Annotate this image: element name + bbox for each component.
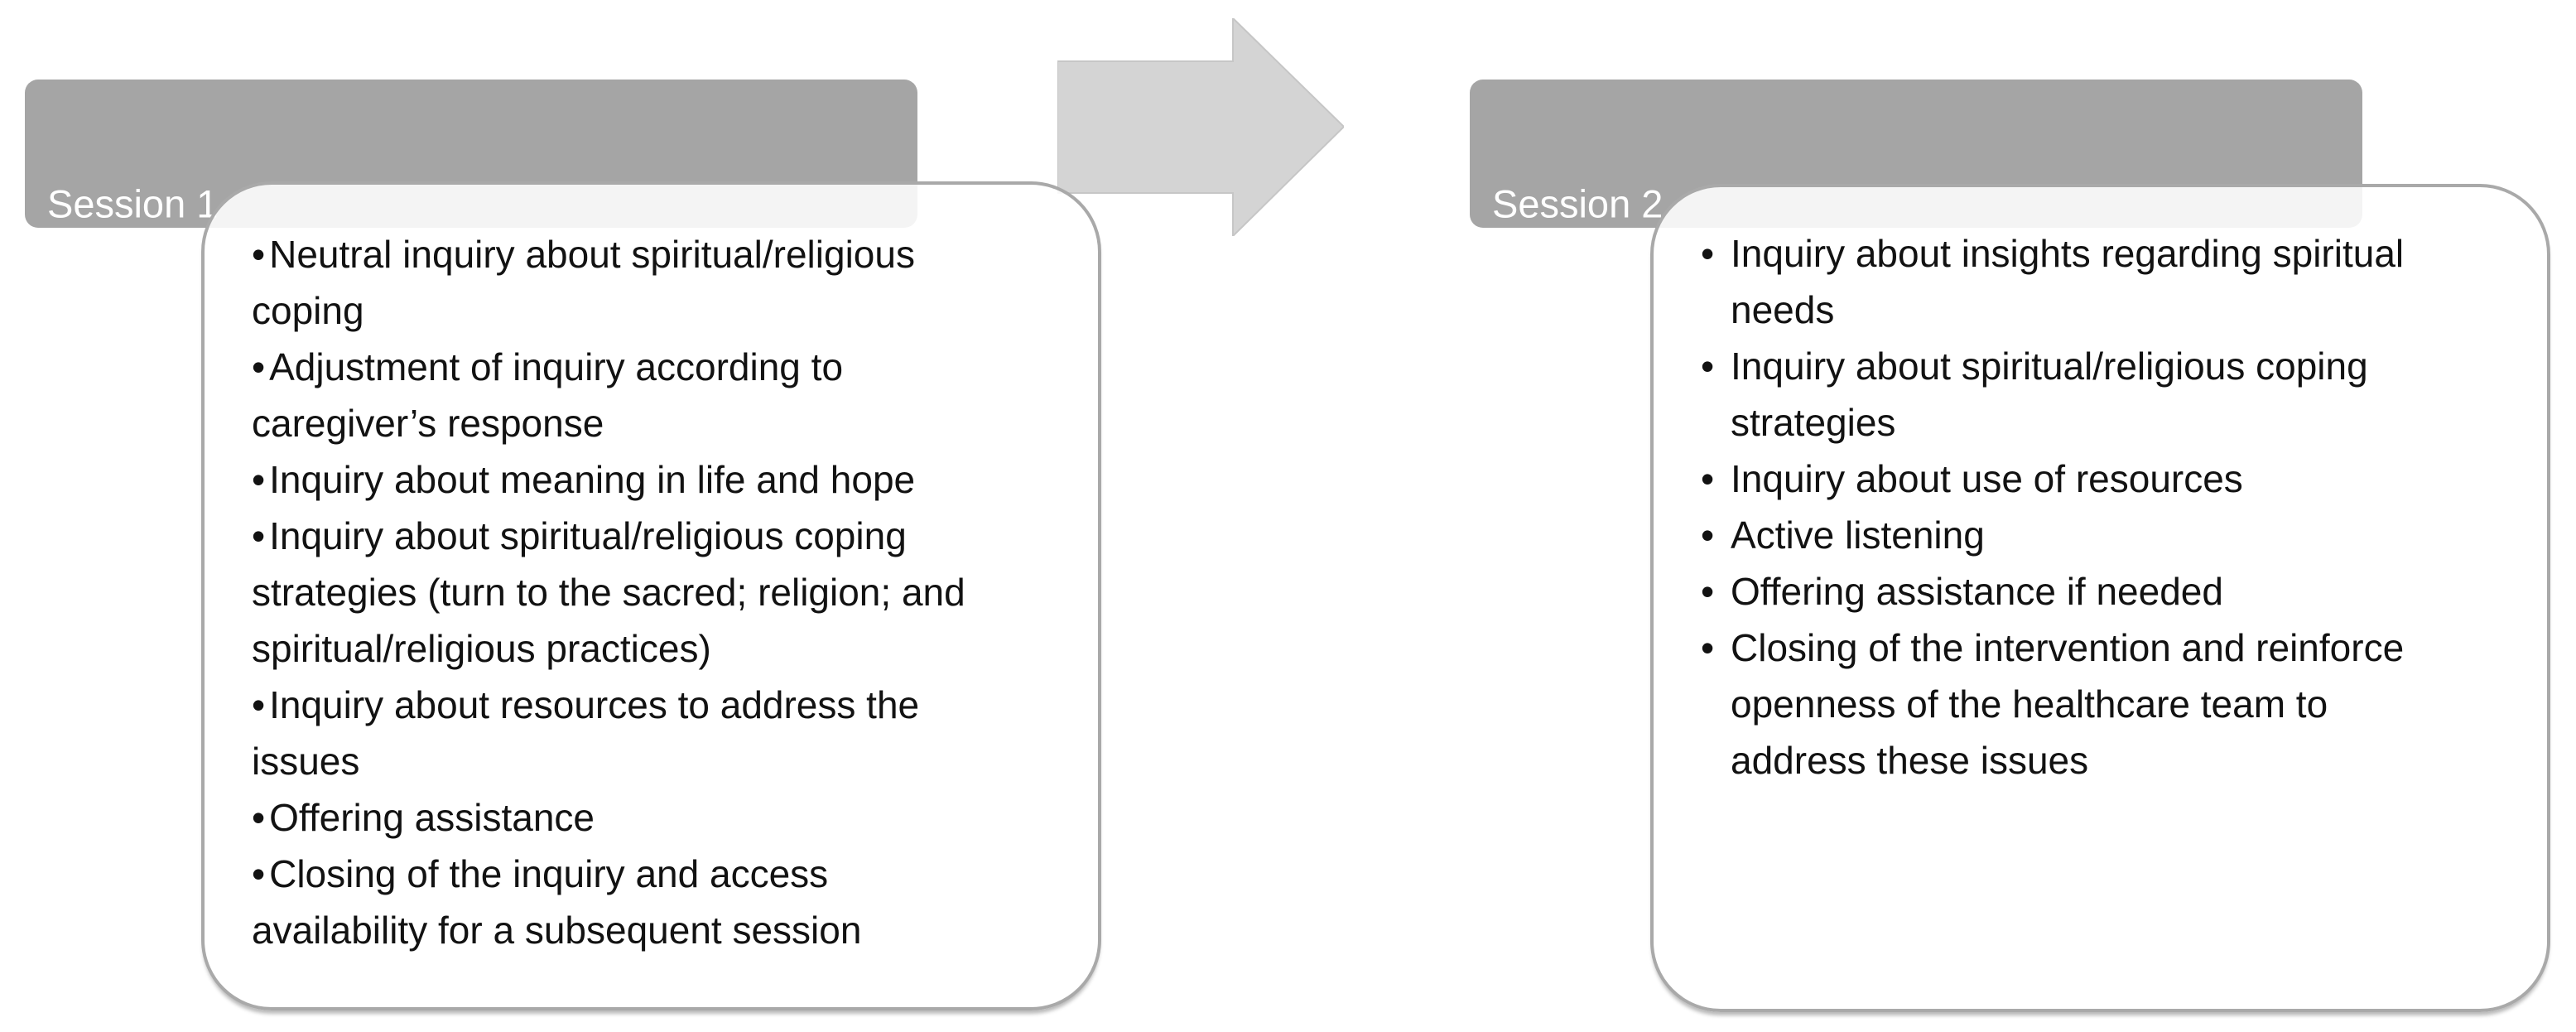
item-line: openness of the healthcare team to [1731,676,2522,732]
item-line: caregiver’s response [252,395,1073,451]
item-line: issues [252,733,1073,789]
item-text: Inquiry about spiritual/religious coping [1731,345,2368,388]
item-text: coping [252,289,364,332]
item-line: coping [252,282,1073,339]
item-line: availability for a subsequent session [252,902,1073,958]
item-text: strategies (turn to the sacred; religion… [252,571,965,614]
bullet-item: • Inquiry about use of resources [1701,451,2522,507]
session-2-content-box: • Inquiry about insights regarding spirit… [1650,184,2550,1012]
item-text: strategies [1731,401,1896,444]
item-line: address these issues [1731,732,2522,788]
bullet-icon: • [252,796,266,839]
item-line: • Inquiry about insights regarding spirit… [1701,225,2522,282]
item-text: Inquiry about meaning in life and hope [269,458,916,501]
bullet-icon: • [252,233,266,276]
bullet-item: • Active listening [1701,507,2522,563]
session-1-header-label: Session 1 [47,181,219,226]
item-line: •Inquiry about resources to address the [252,677,1073,733]
item-text: Offering assistance if needed [1731,570,2223,613]
item-text: spiritual/religious practices) [252,627,711,670]
item-line: strategies [1731,394,2522,451]
item-line: • Offering assistance if needed [1701,563,2522,620]
item-text: caregiver’s response [252,402,604,445]
item-text: Adjustment of inquiry according to [269,345,844,388]
bullet-item: •Offering assistance [252,789,1073,846]
bullet-item: •Inquiry about spiritual/religious copin… [252,508,1073,677]
item-text: issues [252,740,360,783]
bullet-icon: • [252,345,266,388]
right-arrow-icon [1057,18,1344,236]
item-text: Closing of the inquiry and access [269,852,829,895]
session-2-header-label: Session 2 [1492,181,1664,226]
item-line: spiritual/religious practices) [252,620,1073,677]
item-line: •Inquiry about meaning in life and hope [252,451,1073,508]
item-text: openness of the healthcare team to [1731,682,2328,726]
bullet-item: •Closing of the inquiry and access availa… [252,846,1073,958]
item-line: •Closing of the inquiry and access [252,846,1073,902]
bullet-icon: • [1701,345,1715,388]
item-line: •Inquiry about spiritual/religious copin… [252,508,1073,564]
item-text: Neutral inquiry about spiritual/religiou… [269,233,915,276]
item-text: Inquiry about use of resources [1731,457,2243,500]
bullet-item: • Inquiry about insights regarding spirit… [1701,225,2522,338]
bullet-icon: • [1701,570,1715,613]
item-line: •Offering assistance [252,789,1073,846]
bullet-item: • Offering assistance if needed [1701,563,2522,620]
item-line: • Inquiry about use of resources [1701,451,2522,507]
item-text: needs [1731,288,1835,331]
item-line: • Active listening [1701,507,2522,563]
session-1-content-box: •Neutral inquiry about spiritual/religio… [201,181,1101,1010]
bullet-icon: • [1701,626,1715,669]
item-text: Offering assistance [269,796,595,839]
bullet-item: • Closing of the intervention and reinfor… [1701,620,2522,788]
arrow-shape [1057,18,1344,236]
item-text: Closing of the intervention and reinforc… [1731,626,2405,669]
bullet-icon: • [252,514,266,557]
item-text: Active listening [1731,514,1985,557]
item-text: availability for a subsequent session [252,909,862,952]
item-text: Inquiry about resources to address the [269,683,920,726]
bullet-item: •Neutral inquiry about spiritual/religio… [252,226,1073,339]
item-line: strategies (turn to the sacred; religion… [252,564,1073,620]
item-text: Inquiry about spiritual/religious coping [269,514,907,557]
item-text: address these issues [1731,739,2089,782]
item-line: •Neutral inquiry about spiritual/religio… [252,226,1073,282]
item-line: needs [1731,282,2522,338]
item-line: • Inquiry about spiritual/religious copin… [1701,338,2522,394]
bullet-item: • Inquiry about spiritual/religious copin… [1701,338,2522,451]
item-line: •Adjustment of inquiry according to [252,339,1073,395]
bullet-item: •Inquiry about resources to address the i… [252,677,1073,789]
bullet-icon: • [1701,457,1715,500]
bullet-item: •Adjustment of inquiry according to careg… [252,339,1073,451]
bullet-item: •Inquiry about meaning in life and hope [252,451,1073,508]
bullet-icon: • [252,852,266,895]
bullet-icon: • [252,458,266,501]
bullet-icon: • [1701,232,1715,275]
bullet-icon: • [1701,514,1715,557]
item-line: • Closing of the intervention and reinfor… [1701,620,2522,676]
bullet-icon: • [252,683,266,726]
item-text: Inquiry about insights regarding spiritu… [1731,232,2405,275]
